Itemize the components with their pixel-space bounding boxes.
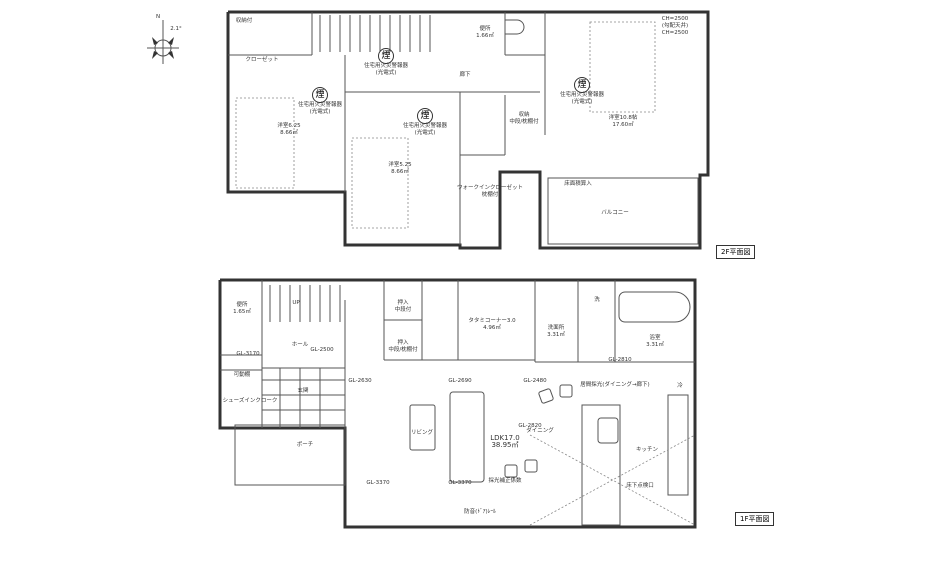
stair-up-label: UP xyxy=(292,300,300,306)
room-label: 可動棚 xyxy=(233,372,251,378)
smoke-detector-icon: 煙 xyxy=(574,77,590,93)
level-label: GL-3370 xyxy=(366,480,390,486)
room-label: ホール xyxy=(291,342,309,348)
level-label: GL-2690 xyxy=(448,378,472,384)
level-label: GL-2500 xyxy=(310,347,334,353)
compass-north: N xyxy=(155,14,161,20)
smoke-detector-label: 住宅用火災警報器(光電式) xyxy=(297,102,343,115)
room-label: バルコニー xyxy=(601,210,629,216)
level-label: GL-2810 xyxy=(608,357,632,363)
level-label: GL-3170 xyxy=(236,351,260,357)
floor2-plan xyxy=(226,10,710,250)
room-label: キッチン xyxy=(635,447,659,453)
level-label: GL-2480 xyxy=(523,378,547,384)
smoke-detector-label: 住宅用火災警報器(光電式) xyxy=(363,63,409,76)
room-label: ポーチ xyxy=(296,442,314,448)
smoke-detector-icon: 煙 xyxy=(312,87,328,103)
floor2-title: 2F平面図 xyxy=(716,245,756,259)
smoke-detector-label: 住宅用火災警報器(光電式) xyxy=(559,92,605,105)
room-label: 収納中段/枕棚付 xyxy=(509,112,539,125)
compass-icon xyxy=(147,20,179,64)
room-label: 床下点検口 xyxy=(626,483,654,489)
compass-angle: 2.1° xyxy=(170,26,182,32)
room-label: クローゼット xyxy=(245,57,279,63)
room-label: 廊下 xyxy=(459,72,471,78)
room-label: 押入中段付 xyxy=(394,300,412,313)
room-label: ダイニング xyxy=(526,428,554,434)
note-label: 採光補正係数 xyxy=(488,478,522,484)
note-label: 居間採光(ダイニング→廊下) xyxy=(580,382,650,388)
level-label: GL-2820 xyxy=(518,423,542,429)
ceiling-label: CH=2500(勾配天井)CH=2500 xyxy=(661,16,689,36)
room-label: リビング xyxy=(410,430,434,436)
room-label: 玄関 xyxy=(297,388,309,394)
note-label: 防音(ﾄﾞｱ)ﾚｰﾙ xyxy=(464,509,496,515)
room-label: 洗 xyxy=(594,297,600,303)
smoke-detector-icon: 煙 xyxy=(378,48,394,64)
room-label: 収納付 xyxy=(235,18,253,24)
room-label: 冷 xyxy=(677,383,683,389)
level-label: GL-3370 xyxy=(448,480,472,486)
level-label: GL-2630 xyxy=(348,378,372,384)
smoke-detector-label: 住宅用火災警報器(光電式) xyxy=(402,123,448,136)
room-label: シューズインクローク xyxy=(222,398,278,404)
floor1-plan xyxy=(218,278,697,529)
floor1-title: 1F平面図 xyxy=(735,512,775,526)
room-label: ウォークインクローゼット枕棚付 xyxy=(456,185,524,198)
room-label: 押入中段/枕棚付 xyxy=(388,340,418,353)
smoke-detector-icon: 煙 xyxy=(417,108,433,124)
room-label: 床面積算入 xyxy=(564,181,592,187)
